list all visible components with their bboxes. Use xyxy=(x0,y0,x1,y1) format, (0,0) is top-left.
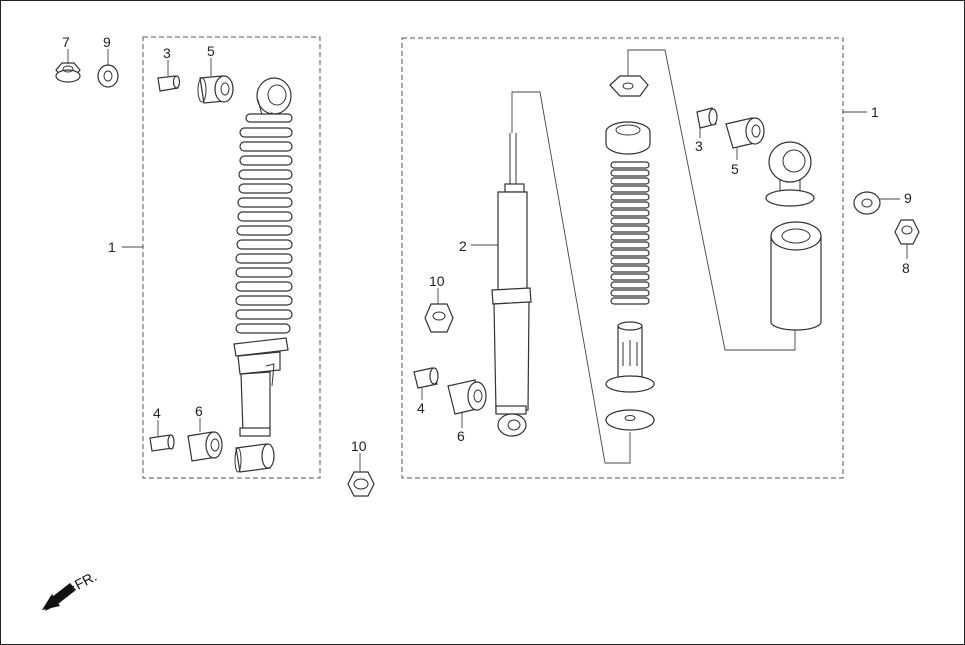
part-10-nut-center xyxy=(347,471,375,497)
label-part-1-right: 1 xyxy=(871,104,879,120)
dust-cover xyxy=(770,221,822,331)
assembly-line-damper xyxy=(511,91,631,464)
spring xyxy=(610,161,650,305)
part-7-flange-nut xyxy=(55,62,81,83)
front-direction-label: FR. xyxy=(72,568,99,593)
label-part-1-left: 1 xyxy=(108,239,116,255)
front-direction-arrow-icon xyxy=(42,583,76,611)
upper-eye-mount xyxy=(765,141,815,207)
part-6-bushing-right xyxy=(447,379,487,415)
label-part-9: 9 xyxy=(103,34,111,50)
part-5-bushing-right xyxy=(725,117,765,149)
label-part-5-right: 5 xyxy=(731,161,739,177)
left-assembly-box xyxy=(142,36,321,479)
label-part-2: 2 xyxy=(459,238,467,254)
part-2-damper xyxy=(491,133,532,437)
label-part-3: 3 xyxy=(163,45,171,61)
label-part-4-right: 4 xyxy=(417,400,425,416)
part-3-collar-right xyxy=(696,107,718,129)
label-part-8-right: 8 xyxy=(902,260,910,276)
part-10-nut-right xyxy=(424,303,454,333)
part-5-bushing xyxy=(197,75,234,104)
part-6-bushing xyxy=(187,431,223,462)
right-assembly-box xyxy=(401,37,844,479)
label-part-3-right: 3 xyxy=(695,138,703,154)
label-part-5: 5 xyxy=(207,43,215,59)
upper-spring-seat xyxy=(605,121,651,155)
part-4-collar-right xyxy=(413,367,439,389)
assembly-line-cover xyxy=(627,49,796,351)
part-9-washer-right xyxy=(853,191,881,215)
label-part-6-right: 6 xyxy=(457,428,465,444)
label-part-6: 6 xyxy=(195,403,203,419)
label-part-7: 7 xyxy=(62,34,70,50)
part-3-collar xyxy=(157,75,181,92)
part-4-collar xyxy=(149,434,175,452)
label-part-9-right: 9 xyxy=(904,190,912,206)
part-8-nut-right xyxy=(894,219,920,245)
left-shock-absorber xyxy=(233,77,293,473)
part-9-washer xyxy=(97,64,119,88)
label-part-4: 4 xyxy=(153,405,161,421)
label-part-10-center: 10 xyxy=(351,438,367,454)
lower-washer xyxy=(605,409,655,431)
label-part-10-right: 10 xyxy=(429,273,445,289)
lower-spring-seat xyxy=(605,321,655,393)
upper-spring-seat-nut xyxy=(609,75,649,97)
